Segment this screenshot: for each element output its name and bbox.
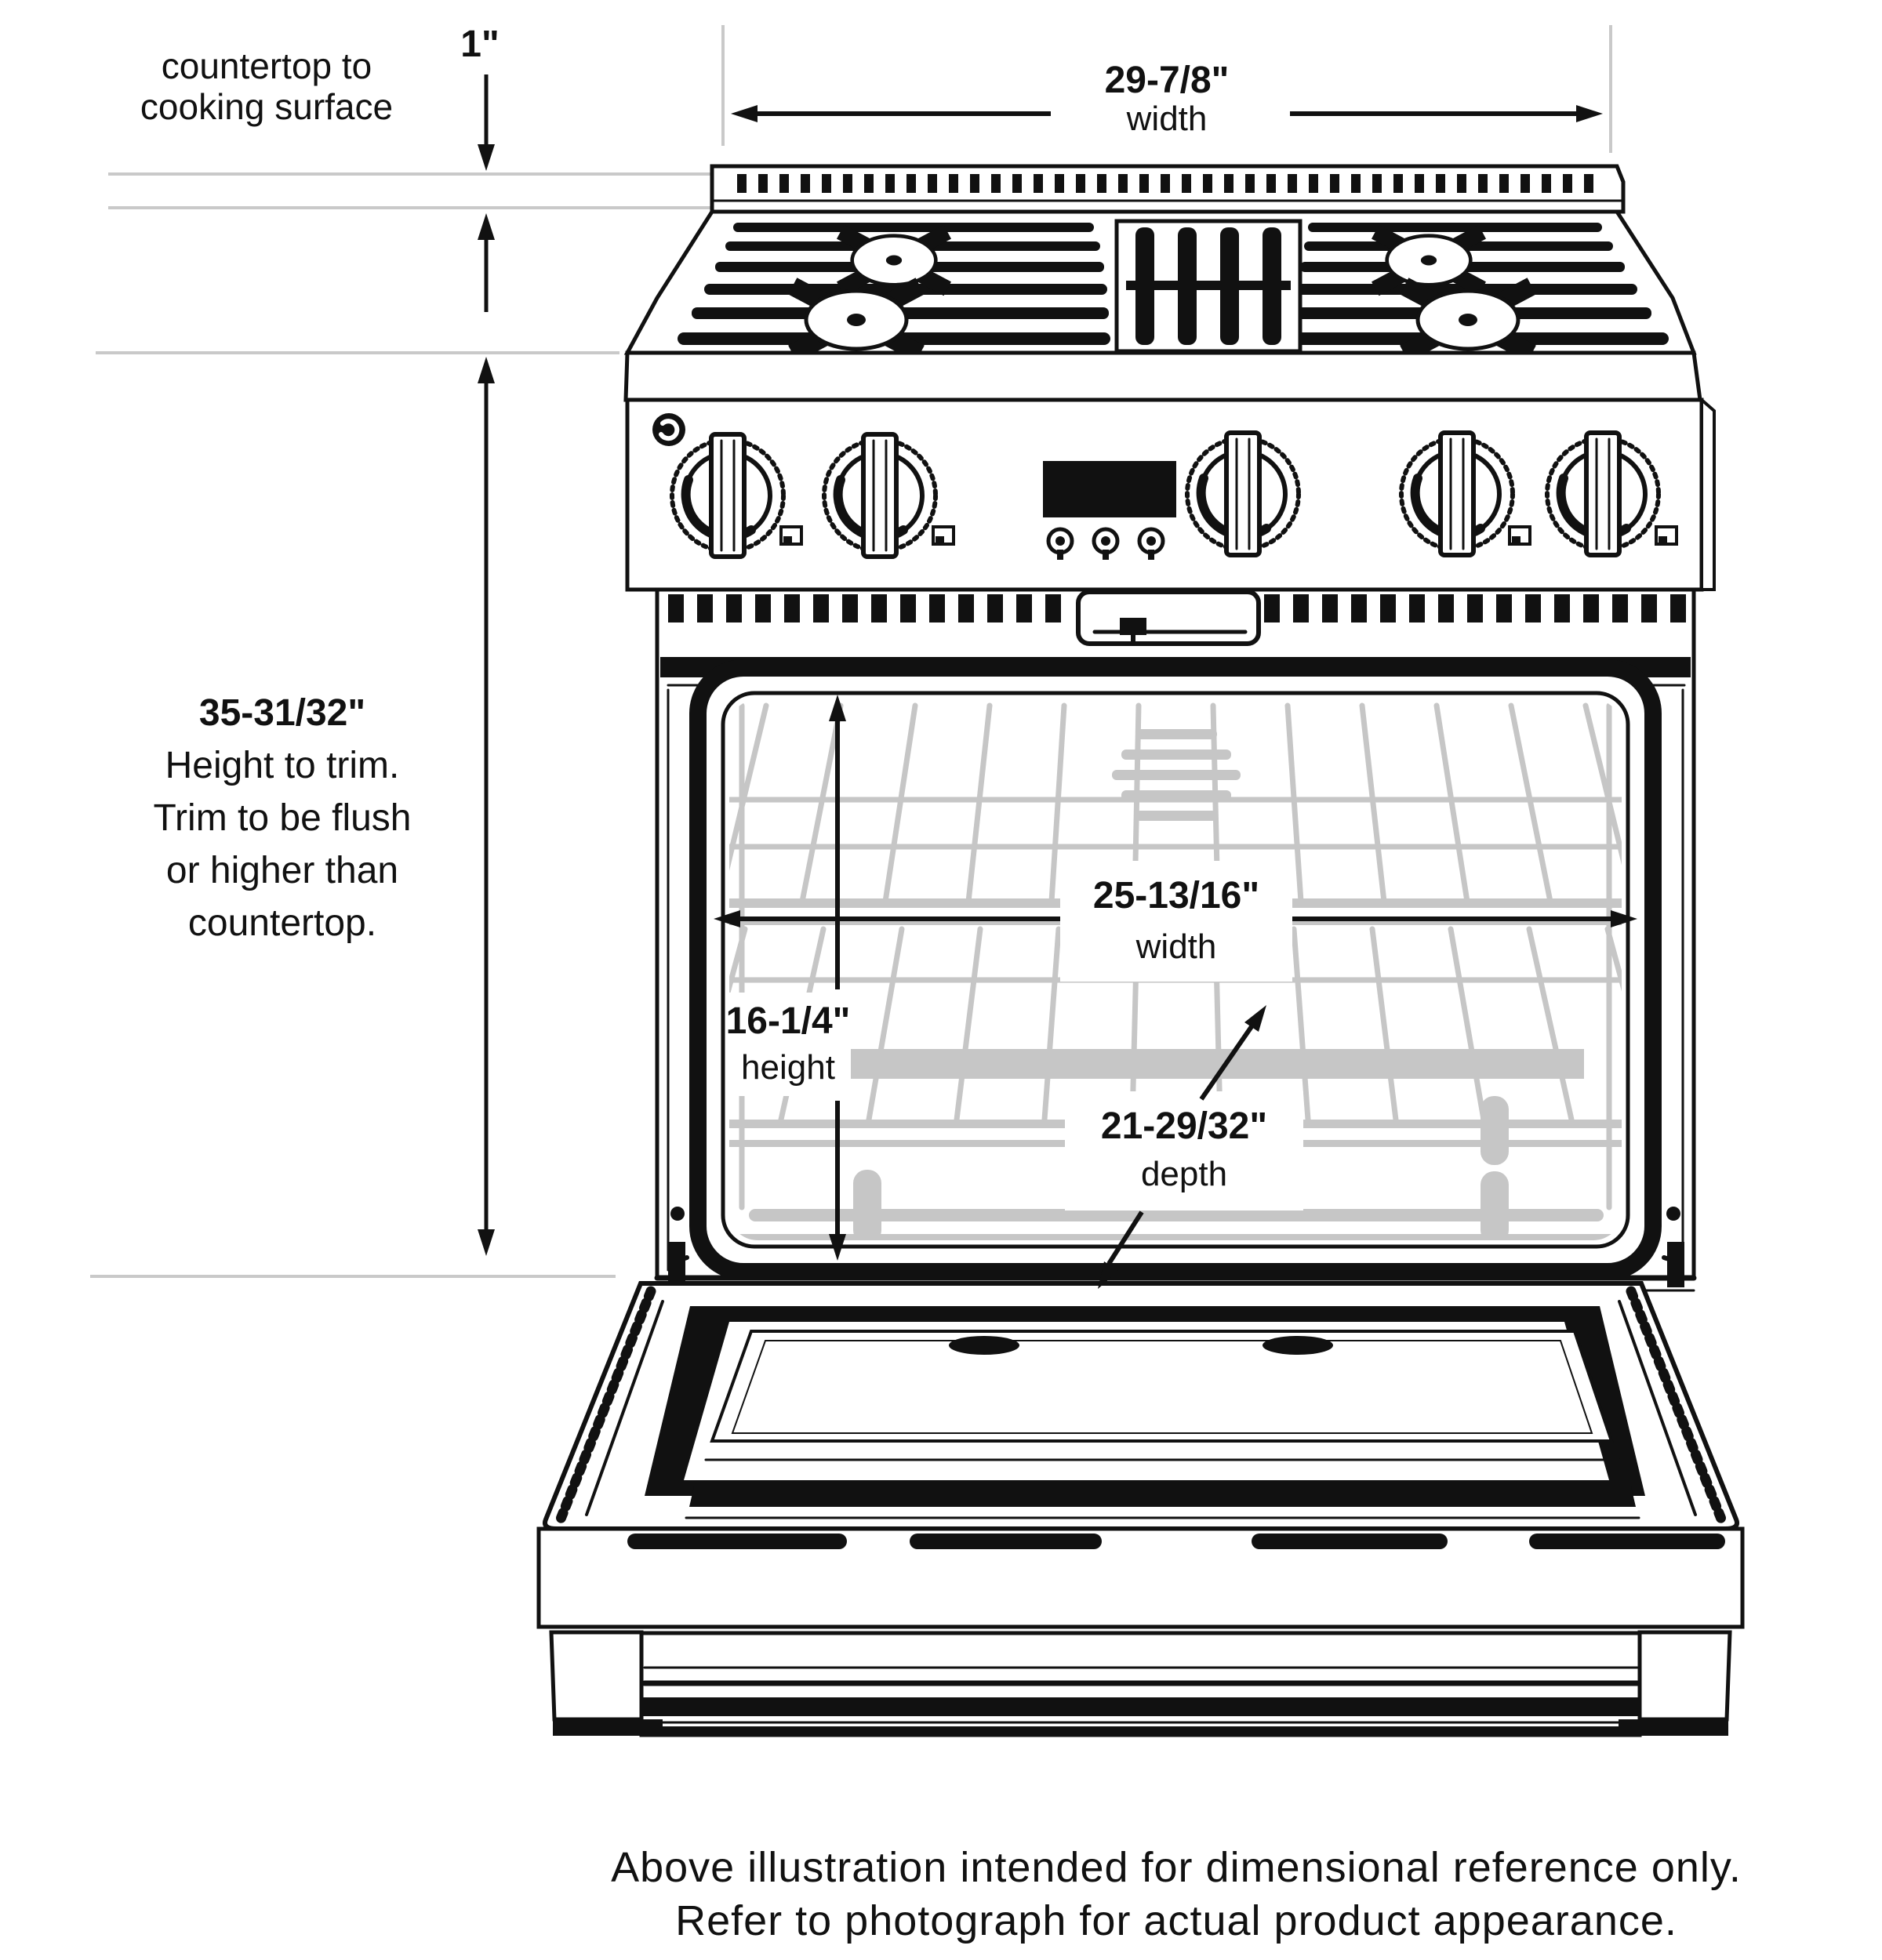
dim-oven-depth	[1065, 1005, 1303, 1289]
overall-width-value: 29-7/8"	[1105, 60, 1230, 101]
oven-control-buttons[interactable]	[1046, 527, 1165, 560]
overall-width-label: width	[1126, 100, 1208, 138]
dim-overall-width	[731, 105, 1603, 122]
height-to-trim-line3: or higher than	[166, 850, 398, 891]
left-foot	[549, 1630, 663, 1736]
oven-width-value: 25-13/16"	[1093, 875, 1259, 916]
burner-knob-1[interactable]	[670, 432, 786, 559]
oven-depth-value: 21-29/32"	[1101, 1105, 1267, 1147]
vent-slots	[668, 594, 1686, 622]
door-latch	[1076, 590, 1261, 646]
countertop-gap-value: 1"	[460, 24, 499, 65]
oven-display	[1043, 461, 1176, 517]
oven-height-label: height	[741, 1048, 835, 1087]
oven-width-label: width	[1135, 927, 1217, 966]
height-to-trim-line1: Height to trim.	[165, 745, 400, 786]
cooktop	[623, 209, 1702, 402]
brand-logo-icon	[652, 413, 685, 446]
backsplash-rail	[710, 164, 1626, 214]
guide-lines	[90, 25, 1612, 1278]
dim-height-to-trim	[478, 357, 495, 1256]
center-griddle-grate	[1114, 219, 1303, 354]
oven-body	[655, 587, 1696, 1280]
door-glass	[710, 1330, 1614, 1443]
base-drawer	[549, 1630, 1732, 1737]
dimension-annotations	[478, 74, 1637, 1289]
footnote-line2: Refer to photograph for actual product a…	[675, 1897, 1677, 1944]
burner-knob-4[interactable]	[1545, 430, 1661, 557]
burner-back-right	[1372, 224, 1486, 296]
dim-countertop-gap	[478, 74, 495, 312]
control-panel	[625, 396, 1716, 592]
burner-front-right	[1400, 278, 1536, 362]
dim-oven-width	[714, 861, 1637, 982]
height-to-trim-line2: Trim to be flush	[154, 797, 412, 839]
height-to-trim-value: 35-31/32"	[199, 692, 365, 734]
oven-height-value: 16-1/4"	[726, 1000, 851, 1042]
oven-depth-label: depth	[1141, 1155, 1227, 1193]
countertop-gap-label-line1: countertop to	[162, 45, 372, 86]
open-oven-door[interactable]	[543, 1281, 1739, 1531]
dim-oven-height	[725, 695, 851, 1261]
countertop-gap-label-line2: cooking surface	[140, 86, 393, 127]
burner-back-left	[837, 224, 951, 296]
range-illustration	[536, 164, 1745, 1737]
burner-knob-3[interactable]	[1399, 430, 1515, 557]
oven-knob[interactable]	[1185, 430, 1301, 557]
lower-front-band	[536, 1526, 1745, 1629]
burner-position-icons	[779, 525, 1678, 546]
burner-front-left	[788, 278, 925, 362]
height-to-trim-line4: countertop.	[188, 902, 376, 944]
right-foot	[1619, 1630, 1732, 1736]
footnote-line1: Above illustration intended for dimensio…	[611, 1844, 1742, 1891]
cooktop-front-edge	[623, 350, 1702, 402]
burner-knob-2[interactable]	[822, 432, 938, 559]
